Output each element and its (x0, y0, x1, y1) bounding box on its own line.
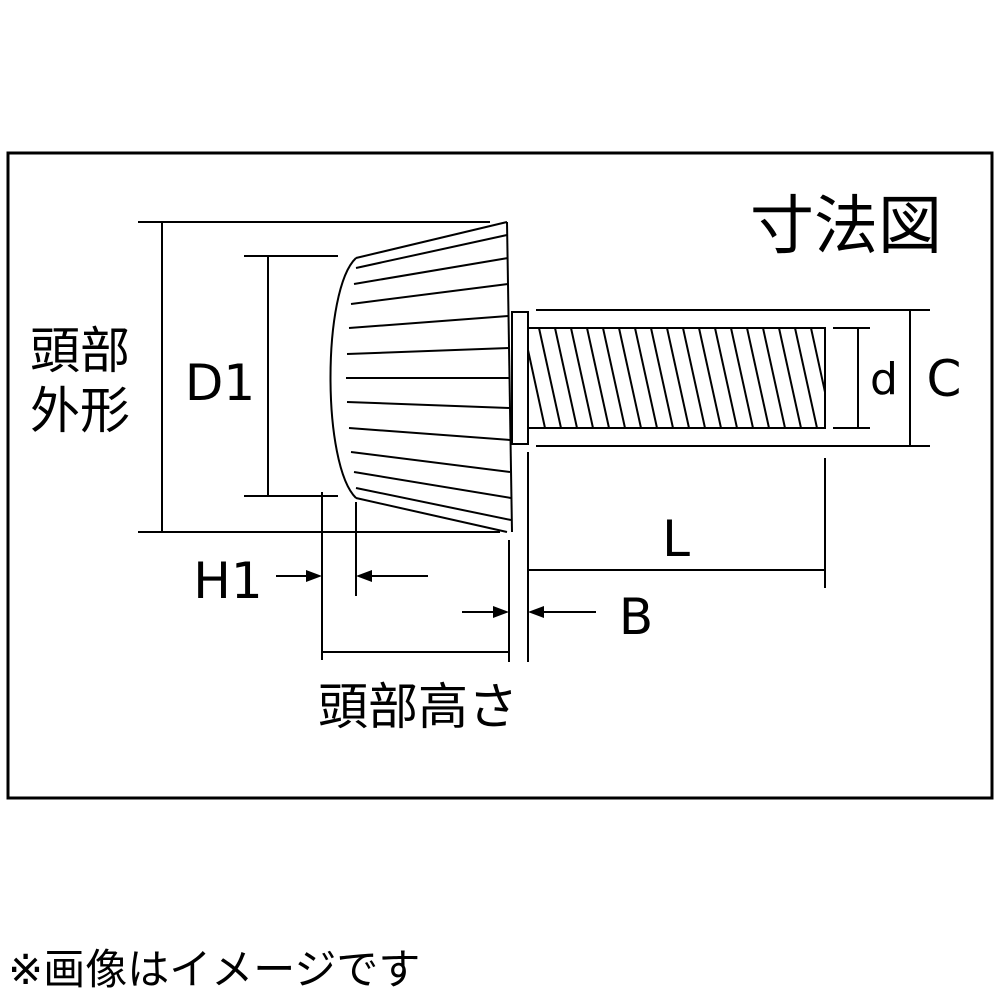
threaded-shaft (527, 327, 826, 429)
c-dimension (536, 309, 930, 447)
thread-lines (527, 327, 826, 429)
d-label: d (870, 354, 898, 405)
diagram-frame (6, 151, 994, 800)
collar (511, 311, 529, 445)
knob-head (329, 221, 513, 533)
c-label: C (927, 350, 962, 408)
head-outer-label-line2: 外形 (30, 382, 130, 440)
head-outer-label-line1: 頭部 (30, 322, 130, 380)
head-outer-dimension (138, 221, 500, 533)
l-label: L (662, 510, 690, 568)
h1-dimension (276, 492, 428, 660)
image-note: ※画像はイメージです (8, 945, 421, 994)
d1-label: D1 (185, 354, 255, 412)
d-dimension (833, 327, 870, 429)
head-height-label: 頭部高さ (318, 678, 518, 736)
head-height-dimension (322, 540, 510, 662)
h1-label: H1 (193, 552, 262, 610)
b-dimension (462, 452, 596, 662)
l-dimension (528, 458, 826, 588)
diagram-title: 寸法図 (750, 190, 942, 264)
b-label: B (619, 588, 653, 646)
knurl-ridges (346, 234, 512, 521)
d1-dimension (244, 255, 338, 497)
